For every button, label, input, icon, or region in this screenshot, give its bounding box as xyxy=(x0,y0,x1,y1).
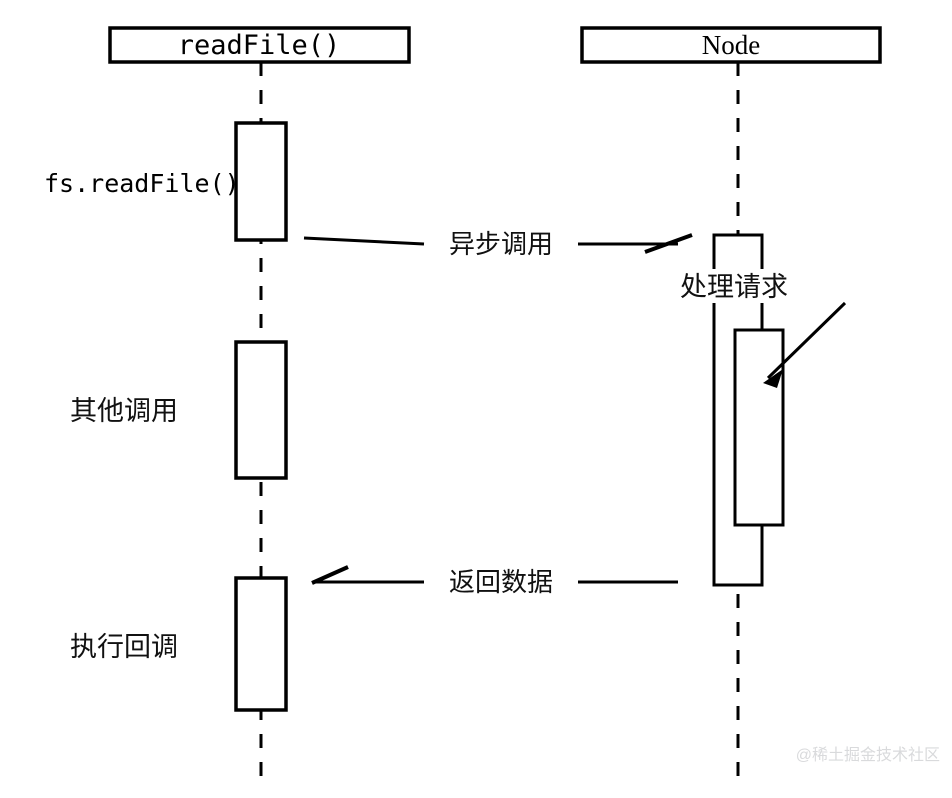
message-return-data: 返回数据 xyxy=(311,565,678,597)
message-label-async-call: 异步调用 xyxy=(449,230,553,259)
label-exec-callback: 执行回调 xyxy=(70,632,178,662)
message-async-call: 异步调用 xyxy=(303,230,693,259)
label-handle-request: 处理请求 xyxy=(680,272,788,302)
message-line-async-left xyxy=(303,236,425,246)
participant-box-readfile xyxy=(108,26,411,64)
activation-box-other-calls xyxy=(234,340,288,480)
activation-box-fs-readfile xyxy=(234,121,288,242)
participant-box-node xyxy=(580,26,882,64)
activation-box-exec-callback xyxy=(234,576,288,712)
node-label-group-handle-request: 处理请求 xyxy=(676,269,820,303)
participant-label-node: Node xyxy=(702,30,760,60)
callout-arrow-shaft xyxy=(766,301,847,380)
arrowhead-return-data xyxy=(311,565,349,585)
participant-label-readfile: readFile() xyxy=(178,30,341,61)
activation-box-node-inner xyxy=(733,328,785,527)
label-backdrop-handle-request xyxy=(676,269,820,303)
participant-header-node: Node xyxy=(580,26,882,64)
callout-arrow-head xyxy=(763,369,783,388)
message-label-return-data: 返回数据 xyxy=(449,568,553,597)
label-other-calls: 其他调用 xyxy=(70,396,178,426)
watermark-label: @稀土掘金技术社区 xyxy=(796,746,940,764)
arrowhead-async-call xyxy=(644,233,693,254)
label-fs-readfile: fs.readFile() xyxy=(44,169,240,198)
callout-arrow xyxy=(763,301,847,388)
participant-header-readfile: readFile() xyxy=(108,26,411,64)
